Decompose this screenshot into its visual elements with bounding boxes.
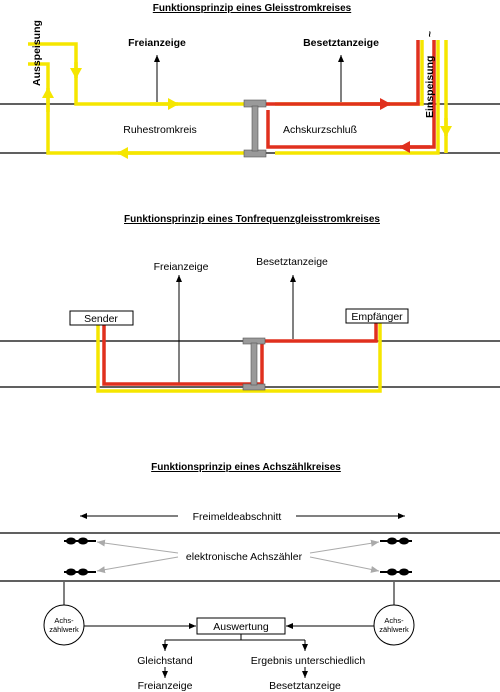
- achszaehlwerk-left: [43, 604, 85, 646]
- section-gleisstromkreis: Funktionsprinzip eines Gleisstromkreises…: [0, 3, 500, 159]
- pointer-to-bottom-right: [309, 556, 380, 573]
- achskurzschluss-label: Achskurzschluß: [283, 124, 357, 136]
- sender-label: Sender: [84, 313, 118, 325]
- gleichstand-label: Gleichstand: [137, 655, 193, 667]
- sender-box: [69, 310, 134, 326]
- pointer-to-top-right: [309, 539, 380, 554]
- ergebnis-unterschiedlich-label: Ergebnis unterschiedlich: [251, 655, 366, 667]
- achszaehlwerk-right-line2: zählwerk: [379, 625, 409, 634]
- tf-red-path: [102, 323, 378, 386]
- besetztanzeige-label-3: Besetztanzeige: [269, 680, 341, 692]
- sensor-top-left: [64, 537, 96, 545]
- section-achszaehlkreis: Funktionsprinzip eines Achszählkreises F…: [0, 462, 500, 692]
- freimeldeabschnitt-label: Freimeldeabschnitt: [193, 511, 282, 523]
- sensor-bottom-right: [380, 568, 412, 576]
- ac-tilde-label: ~: [424, 31, 436, 37]
- ruhestromkreis-path-top: [28, 42, 248, 106]
- pointer-to-bottom-left: [96, 556, 179, 574]
- ausspeisung-label: Ausspeisung: [31, 20, 43, 86]
- freianzeige-label-2: Freianzeige: [154, 261, 209, 273]
- pointer-to-top-left: [96, 539, 179, 554]
- tf-yellow-path: [96, 323, 382, 393]
- sensor-bottom-left: [64, 568, 96, 576]
- empfaenger-label: Empfänger: [351, 311, 403, 323]
- achszaehlwerk-right-line1: Achs-: [384, 616, 404, 625]
- auswertung-label: Auswertung: [213, 621, 269, 633]
- yellow-right-feed: [275, 40, 440, 155]
- section-tonfrequenz: Funktionsprinzip eines Tonfrequenzgleiss…: [0, 214, 500, 393]
- besetztanzeige-label-1: Besetztanzeige: [303, 37, 379, 49]
- elektronische-achszaehler-label: elektronische Achszähler: [186, 551, 303, 563]
- freianzeige-label-1: Freianzeige: [128, 37, 186, 49]
- achszaehlwerk-left-line2: zählwerk: [49, 625, 79, 634]
- freianzeige-label-3: Freianzeige: [138, 680, 193, 692]
- section1-title: Funktionsprinzip eines Gleisstromkreises: [153, 3, 352, 14]
- ruhestromkreis-label: Ruhestromkreis: [123, 124, 197, 136]
- ruhestromkreis-path-bottom: [28, 62, 248, 155]
- empfaenger-box: [345, 308, 409, 324]
- axle-shaft-1: [251, 105, 259, 152]
- achszaehlwerk-left-line1: Achs-: [54, 616, 74, 625]
- section3-title: Funktionsprinzip eines Achszählkreises: [151, 462, 341, 473]
- section2-title: Funktionsprinzip eines Tonfrequenzgleiss…: [124, 214, 380, 225]
- achszaehlwerk-right: [373, 604, 415, 646]
- sensor-top-right: [380, 537, 412, 545]
- achskurzschluss-path: [262, 40, 436, 149]
- einspeisung-label: Einspeisung: [424, 56, 436, 118]
- axle-shaft-2: [250, 342, 258, 386]
- besetztanzeige-label-2: Besetztanzeige: [256, 256, 328, 268]
